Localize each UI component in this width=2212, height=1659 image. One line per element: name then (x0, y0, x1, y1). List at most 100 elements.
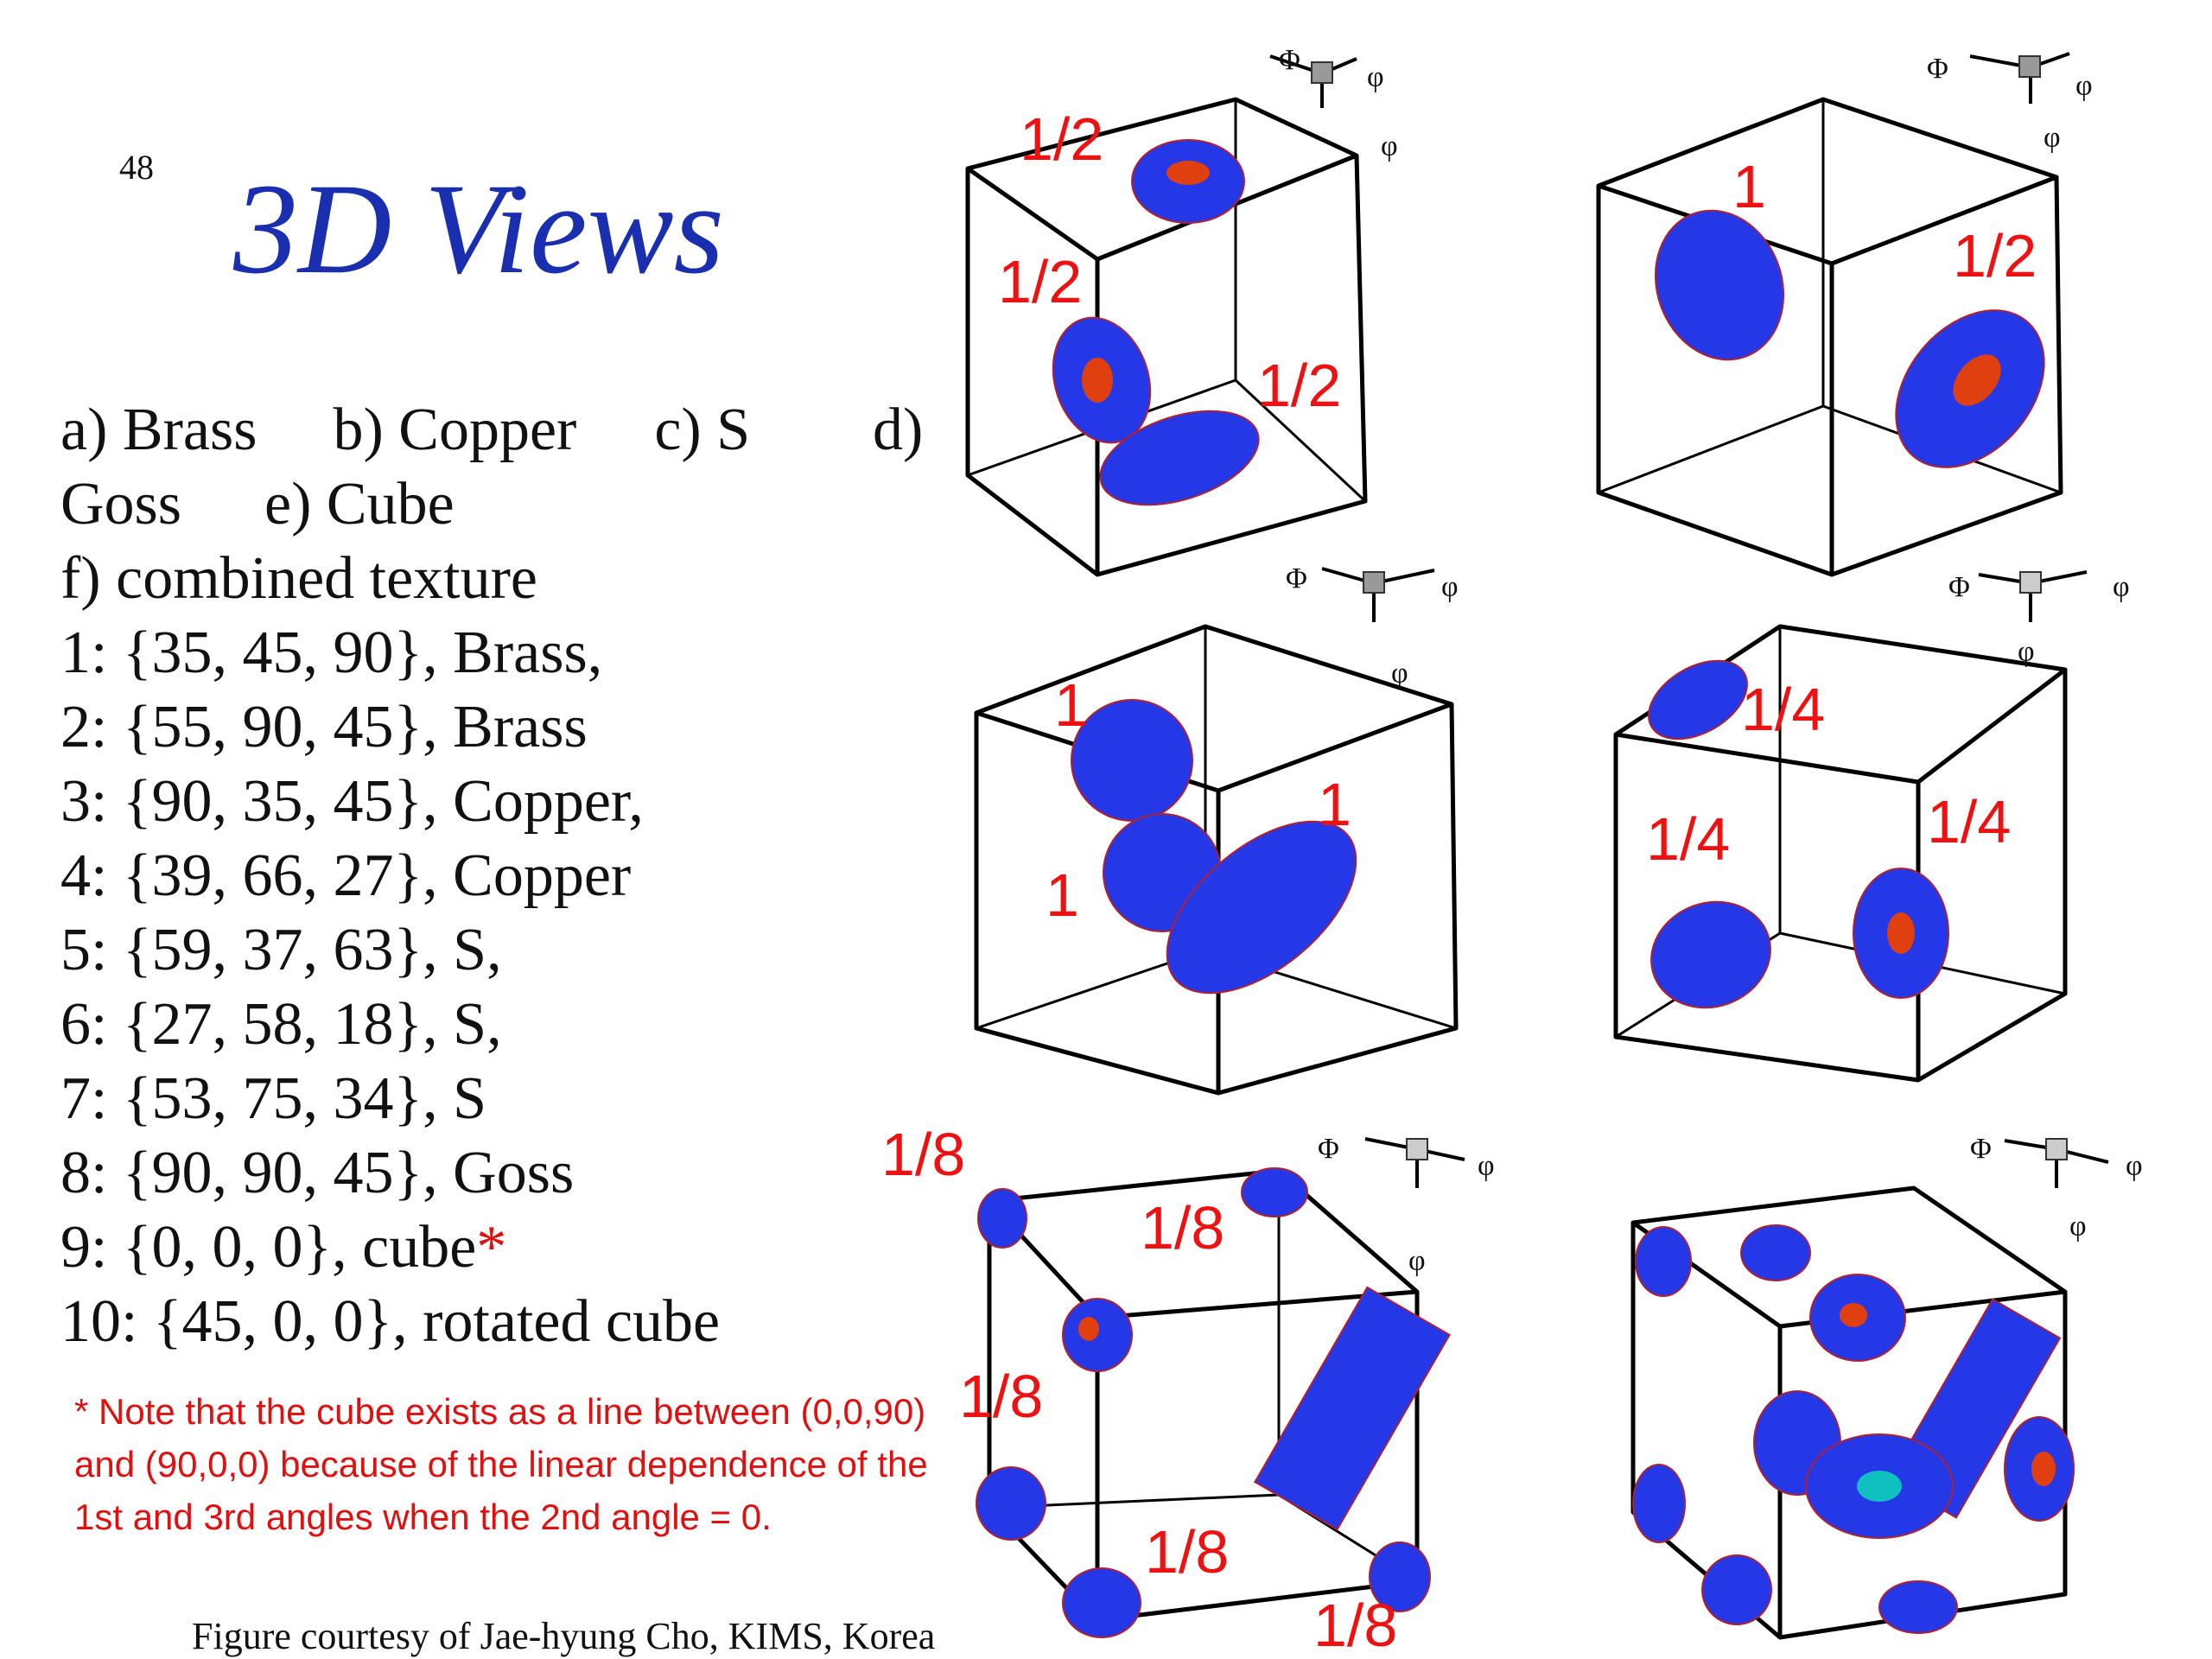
axis-label-Phi: Φ (1970, 1133, 1992, 1165)
texture-blob-hot (2031, 1452, 2056, 1486)
axis-label-phi: φ (1478, 1150, 1495, 1182)
fraction-label: 1/8 (1145, 1518, 1229, 1586)
cube-edge (1234, 378, 1367, 503)
texture-blob-hot (1082, 358, 1113, 403)
texture-blob-hot (1078, 1317, 1099, 1341)
texture-line: 2: {55, 90, 45}, Brass (60, 694, 588, 760)
axis-label-phi: φ (2113, 571, 2130, 603)
texture-line: 4: {39, 66, 27}, Copper (60, 842, 632, 909)
texture-blob (1635, 1226, 1692, 1297)
panel-e-cube: Φ φ φ 1/8 1/8 1/8 1/8 1/8 (881, 1121, 1495, 1659)
fraction-label: 1/4 (1646, 805, 1730, 873)
panel-d-figure: Φ φ φ 1/4 1/4 1/4 (1613, 570, 2130, 1083)
fraction-label: 1 (1732, 153, 1766, 220)
axis-triad: Φ φ (1970, 1133, 2143, 1188)
texture-blob (1632, 1464, 1686, 1543)
panel-a-figure: Φ φ φ 1/2 1/2 1/2 (965, 44, 1398, 577)
axis-label-phi: φ (2044, 122, 2061, 154)
fraction-label: 1/8 (1313, 1592, 1397, 1659)
texture-blob-hot (1857, 1471, 1902, 1502)
texture-line: 3: {90, 35, 45}, Copper, (60, 768, 644, 835)
texture-blob (1166, 820, 1357, 995)
texture-legend: a) Brass b) Copper c) S d) Goss e) Cube f) c… (60, 393, 968, 1359)
cube-edges (1596, 97, 2063, 577)
axis-triad: Φ φ (1318, 1133, 1495, 1188)
texture-blob (976, 1466, 1046, 1541)
axis-triad: Φ φ (1927, 52, 2093, 104)
legend-goss: Goss (60, 471, 182, 537)
legend-s: c) S (654, 397, 751, 463)
texture-line-cube-text: 9: {0, 0, 0}, cube (60, 1214, 477, 1281)
axis-label-phi: φ (2018, 636, 2035, 668)
axis-label-phi: φ (1441, 571, 1459, 603)
axis-label-phi: φ (2069, 1211, 2087, 1243)
texture-line: 7: {53, 75, 34}, S (60, 1065, 487, 1132)
asterisk-mark: * (476, 1214, 507, 1281)
panel-f-figure: Φ φ φ (1630, 1133, 2143, 1640)
axis-label-Phi: Φ (1286, 563, 1307, 594)
axis-label-Phi: Φ (1948, 571, 1970, 603)
axis-label-phi: φ (1367, 61, 1384, 93)
legend-copper: b) Copper (333, 397, 577, 463)
cube-edges (965, 97, 1368, 577)
texture-blob (1369, 1541, 1431, 1612)
texture-blob-hot (1887, 912, 1915, 954)
texture-blob (1701, 1554, 1772, 1625)
cube-edges (974, 624, 1459, 1096)
panel-b-copper: Φ φ φ 1 1/2 (1590, 43, 2108, 579)
slide-number: 48 (119, 148, 154, 187)
texture-blob (1241, 1167, 1308, 1217)
panel-b-figure: Φ φ φ 1 1/2 (1596, 52, 2093, 577)
axis-triad: Φ φ (1286, 563, 1459, 622)
legend-line-1: a) Brass b) Copper c) S d) (60, 393, 968, 467)
fraction-label: 1 (1054, 671, 1088, 739)
fraction-label: 1/8 (1141, 1194, 1224, 1262)
panel-c-s: Φ φ φ 1 1 1 (968, 562, 1486, 1106)
axis-label-Phi: Φ (1927, 53, 1948, 85)
fraction-label: 1/2 (1020, 105, 1103, 173)
texture-blob-hot (1166, 161, 1210, 185)
fraction-label: 1/4 (1741, 676, 1825, 743)
texture-line: f) combined texture (60, 545, 538, 612)
texture-blob (1062, 1567, 1141, 1638)
fraction-label: 1/8 (959, 1363, 1043, 1430)
fraction-label: 1/4 (1927, 788, 2011, 855)
cube-edge (1598, 404, 1824, 494)
texture-line: 5: {59, 37, 63}, S, (60, 917, 502, 983)
axis-triad: Φ φ (1948, 570, 2130, 622)
texture-blob (1099, 410, 1260, 506)
legend-brass: a) Brass (60, 397, 257, 463)
axis-label-phi: φ (1381, 130, 1398, 162)
fraction-label: 1/2 (998, 248, 1082, 315)
panel-a-brass: Φ φ φ 1/2 1/2 1/2 (959, 43, 1478, 579)
axis-triad: Φ φ (1269, 44, 1384, 108)
fraction-label: 1/8 (881, 1121, 965, 1188)
axis-label-phi: φ (1408, 1245, 1426, 1277)
axis-label-phi: φ (2075, 70, 2093, 102)
texture-line: 6: {27, 58, 18}, S, (60, 991, 502, 1058)
axis-label-Phi: Φ (1279, 44, 1300, 76)
texture-blob (1650, 900, 1771, 1009)
cube-edges (1613, 624, 2068, 1083)
texture-line: 10: {45, 0, 0}, rotated cube (60, 1288, 721, 1355)
texture-blob (1648, 659, 1748, 741)
slide-title: 3D Views (233, 157, 724, 301)
texture-line: 9: {0, 0, 0}, cube* (60, 1211, 968, 1285)
figure-credit: Figure courtesy of Jae-hyung Cho, KIMS, … (192, 1615, 936, 1657)
cube-note: * Note that the cube exists as a line be… (74, 1391, 928, 1537)
fraction-label: 1/2 (1257, 352, 1341, 419)
cube-edges (1630, 1185, 2068, 1640)
panel-f-combined: Φ φ φ (1624, 1123, 2160, 1642)
texture-blob (1654, 209, 1785, 361)
fraction-label: 1 (1046, 861, 1079, 929)
legend-line-2: Goss e) Cube (60, 467, 968, 542)
panel-e-figure: Φ φ φ 1/8 1/8 1/8 1/8 1/8 (881, 1121, 1495, 1659)
legend-d: d) (873, 397, 924, 463)
texture-blob (977, 1188, 1027, 1249)
texture-blob-hot (1953, 354, 2001, 406)
panel-c-figure: Φ φ φ 1 1 1 (974, 563, 1459, 1096)
axis-label-phi: φ (2126, 1150, 2143, 1182)
texture-blob (1254, 1286, 1451, 1531)
texture-blob (1878, 1580, 1958, 1634)
legend-cube: e) Cube (264, 471, 454, 537)
